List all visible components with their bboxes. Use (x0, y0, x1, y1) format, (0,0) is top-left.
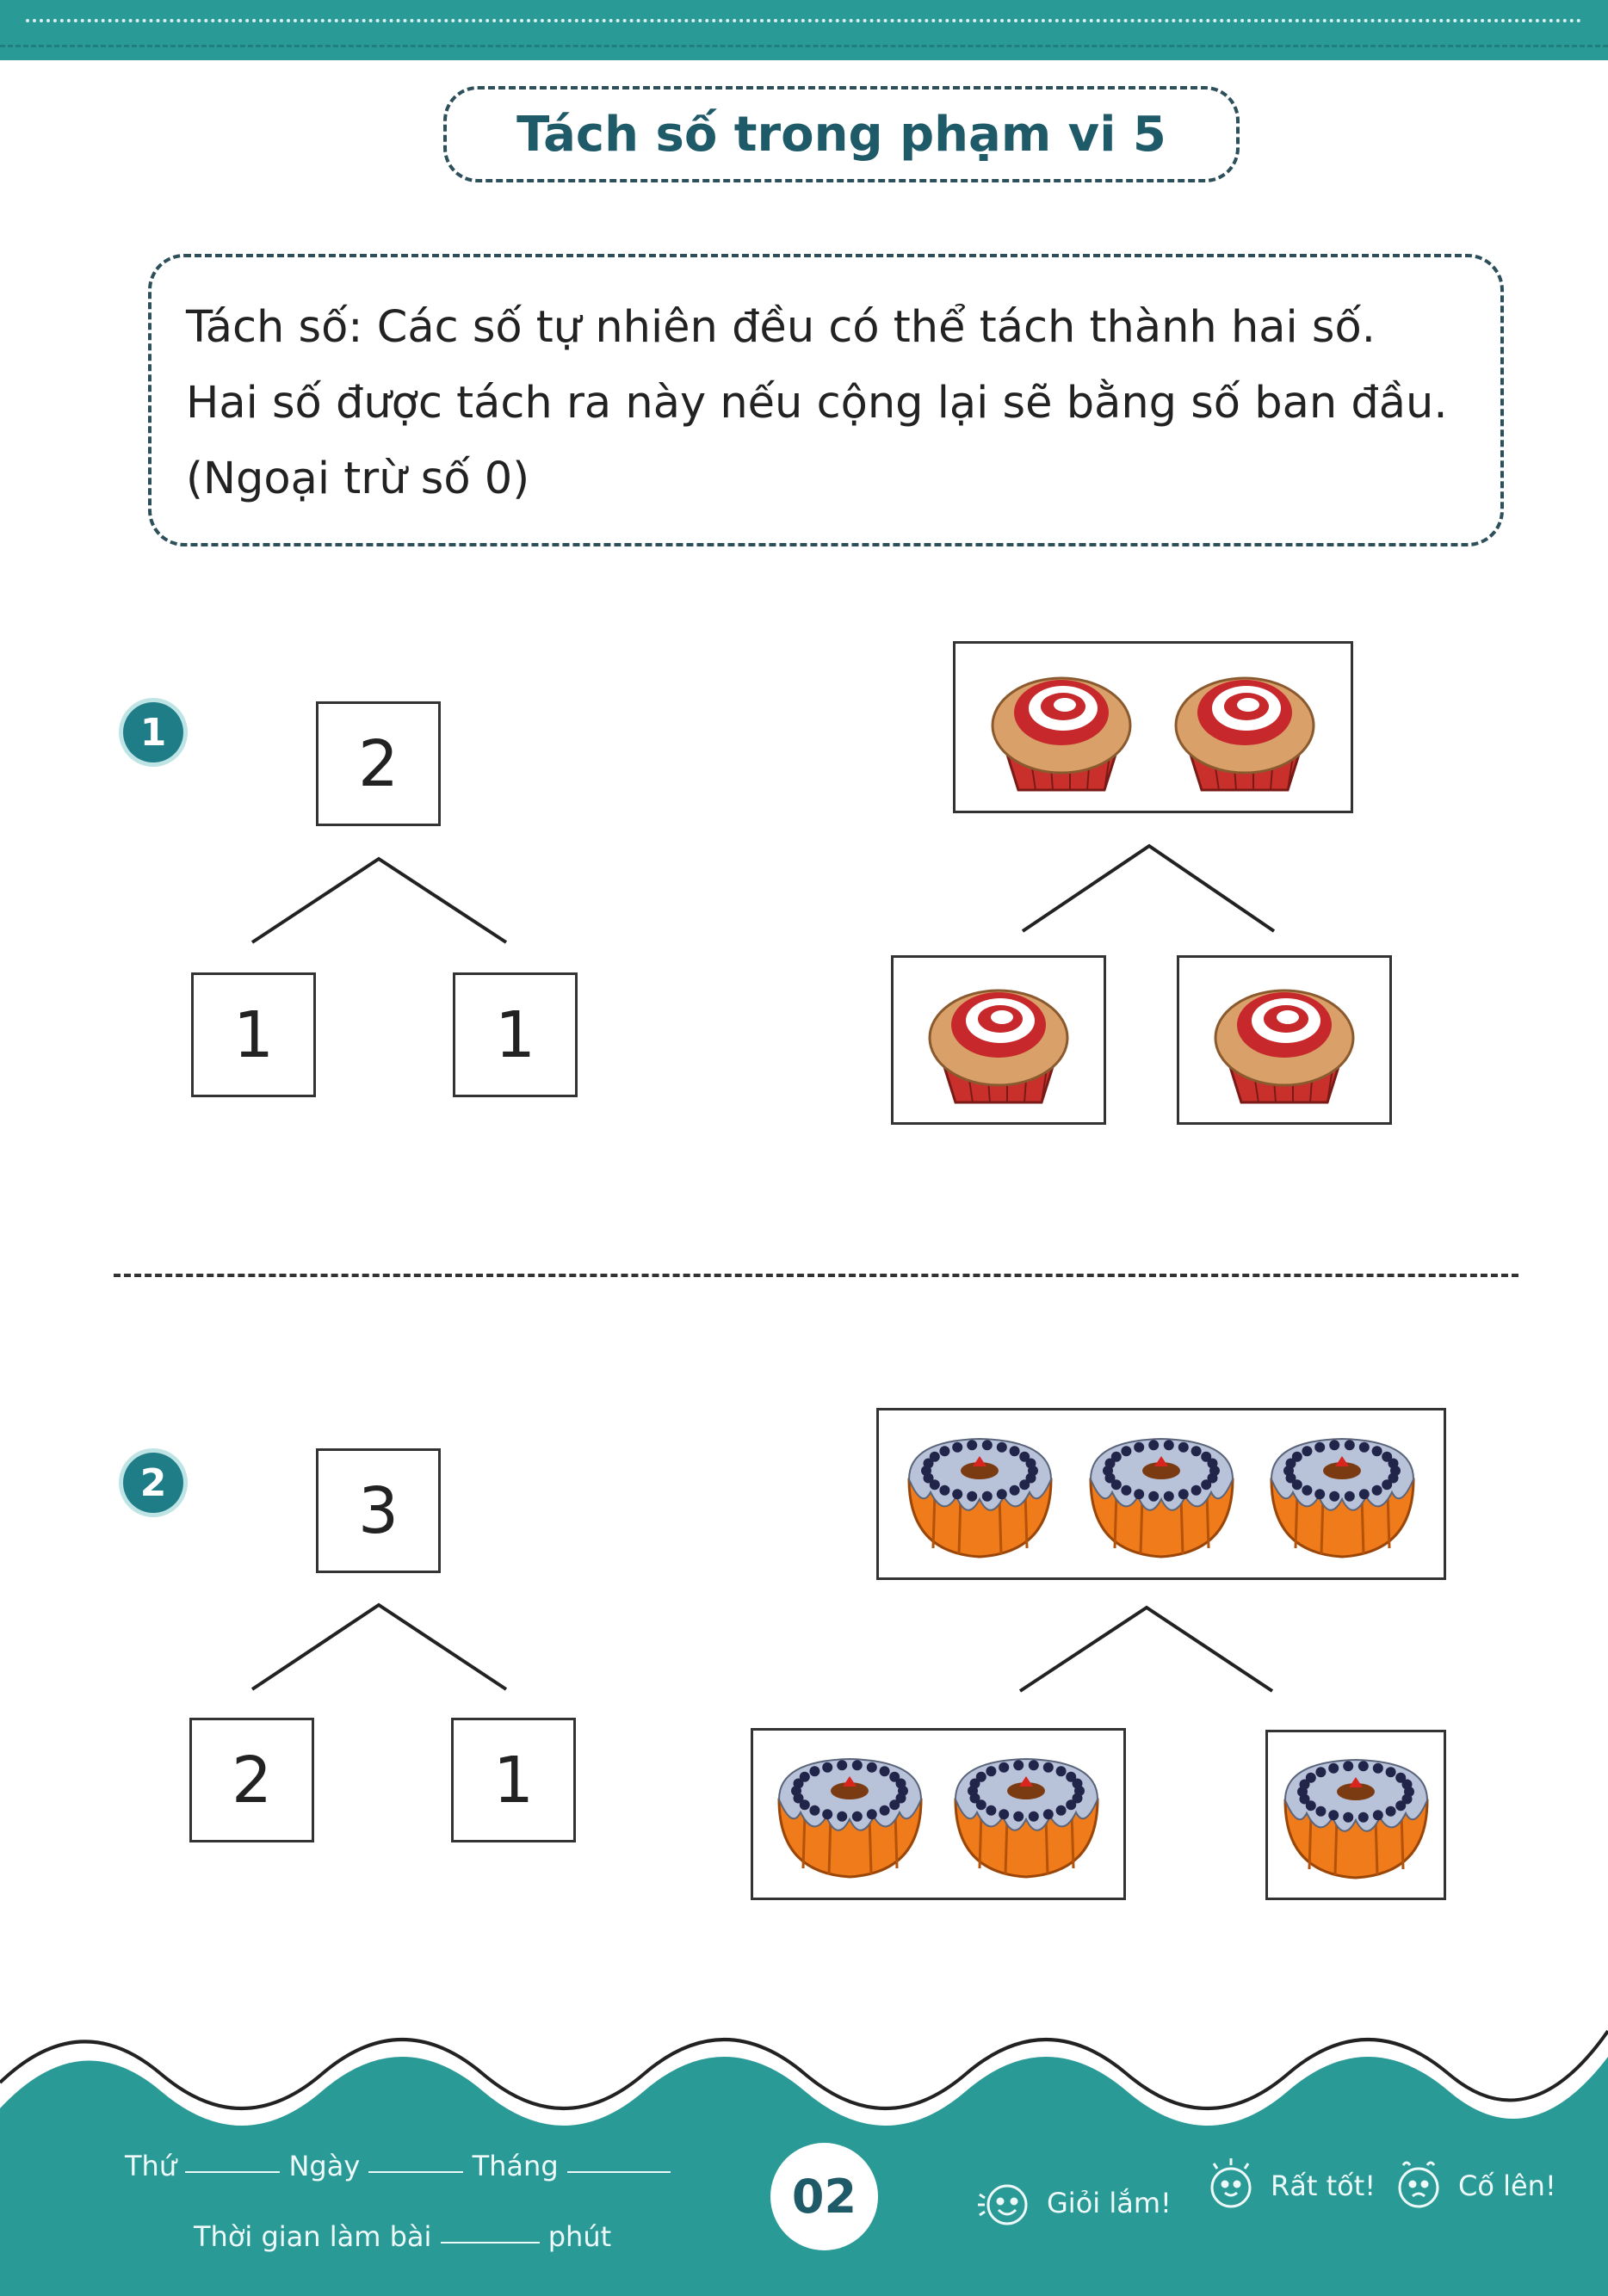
footer-ngay-label: Ngày (288, 2150, 361, 2182)
footer-time-line: Thời gian làm bài phút (194, 2220, 611, 2253)
page-number: 02 (770, 2143, 878, 2250)
footer-minutes-label: phút (547, 2220, 612, 2253)
rule-box: Tách số: Các số tự nhiên đều có thể tách… (148, 254, 1504, 546)
rule-line-2: Hai số được tách ra này nếu cộng lại sẽ … (186, 378, 1448, 429)
ex2-picture-connector (1018, 1605, 1274, 1693)
ex1-number-connector (250, 856, 508, 944)
ex1-picture-total-box (953, 641, 1353, 813)
ex1-picture-right-box (1177, 955, 1392, 1125)
rating-label-2: Rất tốt! (1271, 2169, 1376, 2202)
footer-date-line: Thứ Ngày Tháng (125, 2150, 671, 2182)
top-border-band (0, 0, 1608, 60)
section-divider (114, 1274, 1518, 1277)
bundt-cake-icon (777, 1757, 923, 1879)
title-box: Tách số trong phạm vi 5 (443, 86, 1240, 182)
page-title: Tách số trong phạm vi 5 (516, 106, 1166, 163)
cupcake-icon (1214, 989, 1355, 1104)
thu-blank[interactable] (185, 2163, 281, 2173)
ex2-picture-right-box (1265, 1730, 1446, 1900)
footer-thu-label: Thứ (125, 2150, 177, 2182)
ex2-picture-left-box (751, 1728, 1126, 1900)
happy-face-icon (1210, 2158, 1252, 2208)
ex1-picture-left-box (891, 955, 1106, 1125)
footer-time-label: Thời gian làm bài (194, 2220, 432, 2253)
footer-thang-label: Tháng (472, 2150, 559, 2182)
bundt-cake-icon (1283, 1758, 1429, 1879)
bundt-cake-icon (954, 1757, 1099, 1879)
rating-co-len[interactable]: Cố lên! (1384, 2151, 1556, 2220)
cupcake-icon (1174, 676, 1315, 791)
cupcake-icon (928, 989, 1069, 1104)
ex1-picture-connector (1021, 843, 1276, 933)
smiley-face-icon (978, 2184, 1028, 2225)
ngay-blank[interactable] (368, 2163, 464, 2173)
worried-face-icon (1398, 2161, 1439, 2208)
ex2-right-box: 1 (451, 1718, 576, 1842)
ex2-left-box: 2 (189, 1718, 314, 1842)
time-blank[interactable] (440, 2233, 540, 2244)
bundt-cake-icon (1270, 1437, 1415, 1558)
ex1-left-box: 1 (191, 972, 316, 1097)
ex1-total-box: 2 (316, 701, 441, 826)
rule-line-1: Tách số: Các số tự nhiên đều có thể tách… (186, 302, 1376, 353)
ex2-picture-total-box (876, 1408, 1446, 1580)
ex1-right-box: 1 (453, 972, 578, 1097)
top-dots-decoration (26, 19, 1582, 22)
cupcake-icon (991, 676, 1132, 791)
ex2-number-connector (250, 1602, 508, 1691)
bundt-cake-icon (1088, 1437, 1234, 1558)
bundt-cake-icon (907, 1437, 1053, 1558)
top-stitch-decoration (0, 45, 1608, 47)
rating-rat-tot[interactable]: Rất tốt! (1197, 2151, 1376, 2220)
exercise-1-badge: 1 (123, 702, 183, 762)
exercise-2-badge: 2 (123, 1453, 183, 1513)
rule-line-3: (Ngoại trừ số 0) (186, 454, 530, 504)
rating-label-1: Giỏi lắm! (1047, 2187, 1172, 2219)
rating-label-3: Cố lên! (1458, 2169, 1556, 2202)
rating-gioi-lam[interactable]: Giỏi lắm! (973, 2177, 1172, 2229)
ex2-total-box: 3 (316, 1448, 441, 1573)
thang-blank[interactable] (566, 2163, 671, 2173)
